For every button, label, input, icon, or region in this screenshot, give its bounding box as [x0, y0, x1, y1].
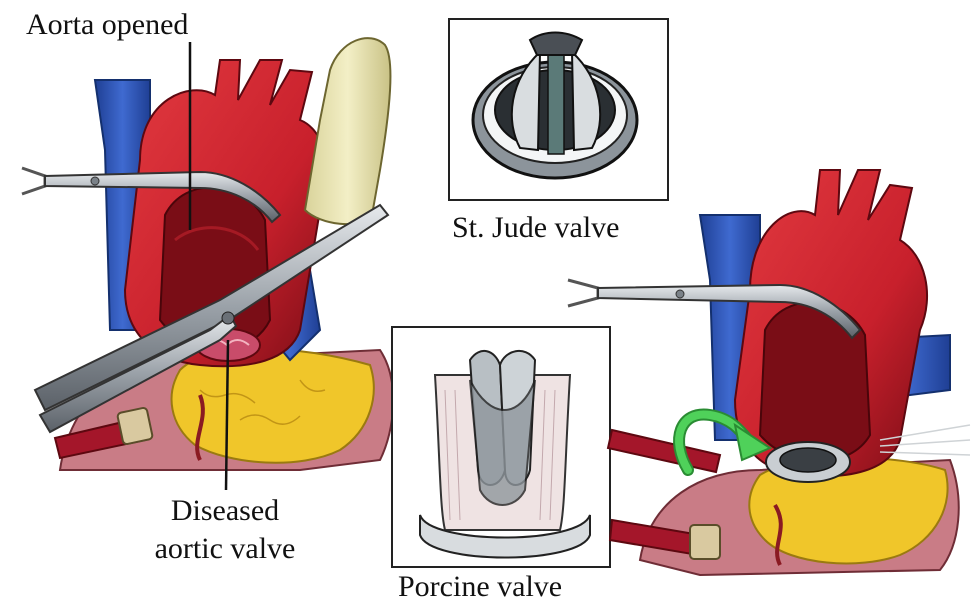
label-aortic-valve: aortic valve: [120, 532, 330, 566]
left-finger: [305, 38, 390, 224]
label-porcine-valve: Porcine valve: [398, 570, 562, 604]
porcine-box: [392, 327, 610, 567]
left-heart: [22, 38, 393, 490]
label-st-jude-valve: St. Jude valve: [452, 211, 619, 245]
label-diseased: Diseased: [120, 494, 330, 528]
right-heart: [568, 170, 970, 575]
st-jude-box: [449, 19, 668, 200]
implanted-valve: [766, 442, 850, 482]
label-aorta-opened: Aorta opened: [26, 8, 188, 42]
